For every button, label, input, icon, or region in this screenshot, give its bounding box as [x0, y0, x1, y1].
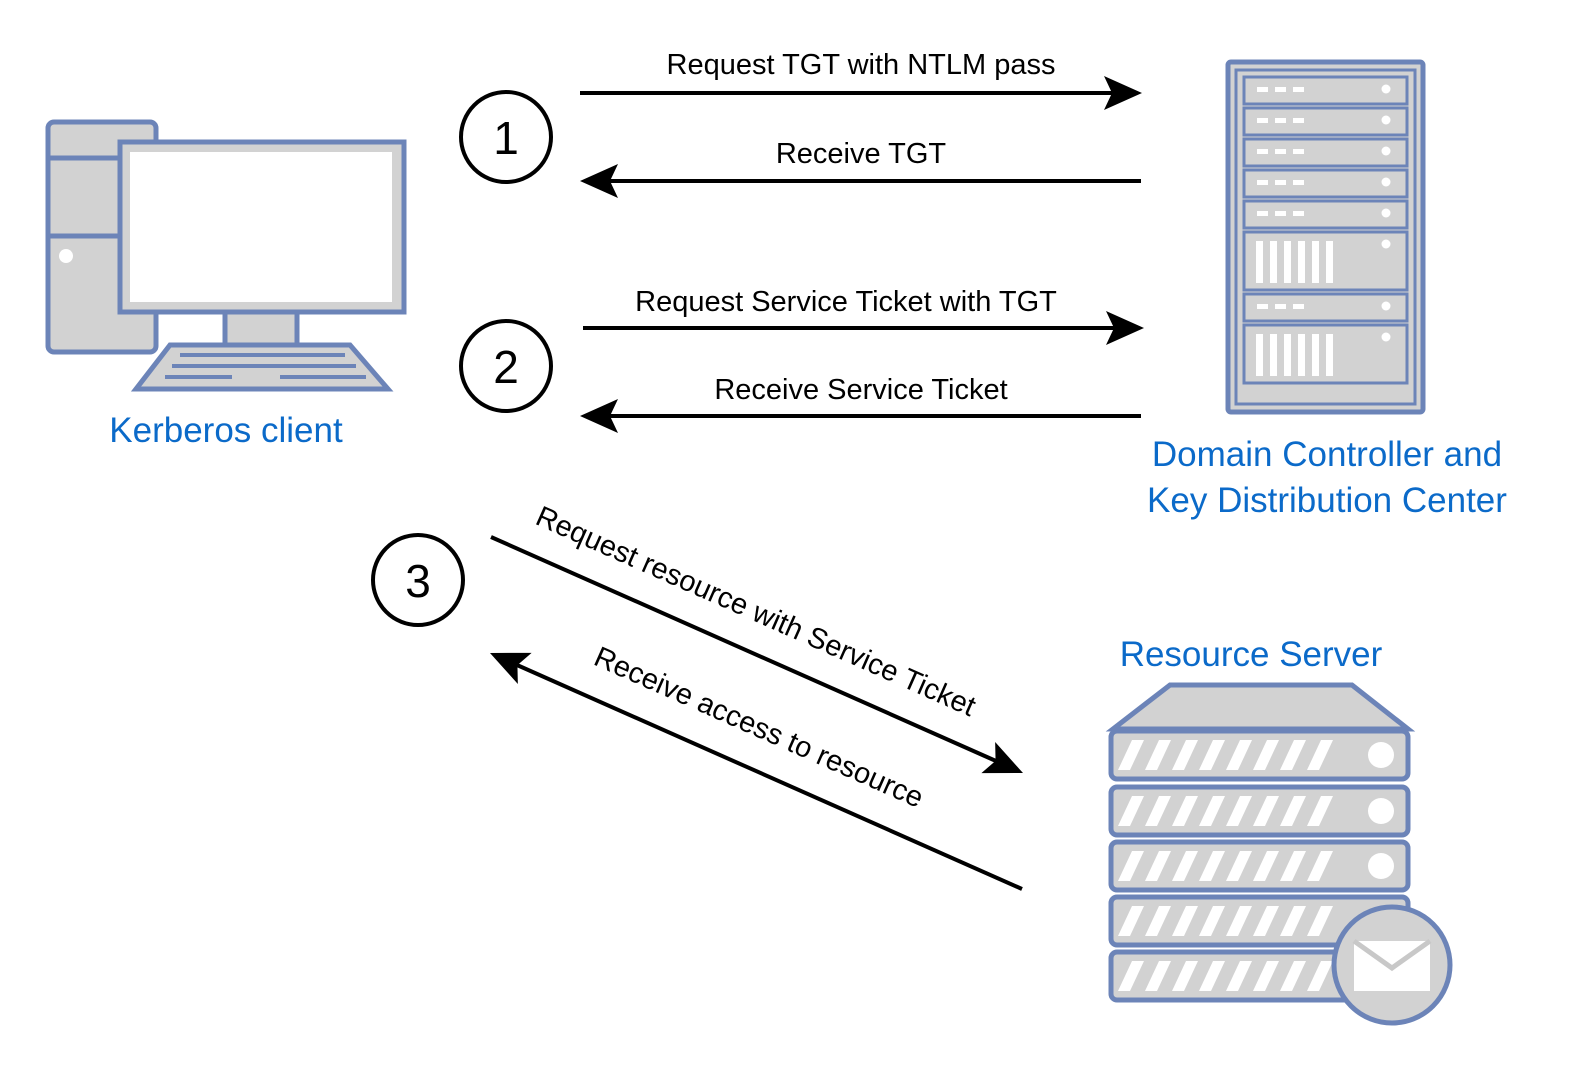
desktop-computer-icon: [45, 119, 407, 392]
server-unit: [1108, 839, 1411, 893]
step-1-request-label: Request TGT with NTLM pass: [667, 49, 1056, 81]
envelope-icon: [1331, 904, 1453, 1026]
arrow-step-2-response: [580, 399, 1141, 433]
step-3-number: 3: [405, 555, 431, 607]
step-3-request-label: Request resource with Service Ticket: [531, 500, 980, 723]
rack-unit: [1242, 168, 1409, 199]
kdc-label-line-2: Key Distribution Center: [1147, 481, 1507, 520]
arrow-step-1-request: [580, 76, 1142, 110]
rack-unit: [1242, 75, 1409, 106]
step-1-marker: 1: [459, 90, 553, 184]
resource-server-label: Resource Server: [1120, 635, 1383, 674]
rack-unit: [1242, 323, 1409, 385]
server-unit: [1108, 784, 1411, 838]
step-2-response-label: Receive Service Ticket: [714, 374, 1007, 406]
step-3-marker: 3: [371, 533, 465, 627]
step-1-number: 1: [493, 112, 519, 164]
server-unit: [1108, 728, 1411, 782]
rack-unit: [1242, 106, 1409, 137]
rack-unit: [1242, 292, 1409, 323]
step-1-response-label: Receive TGT: [776, 138, 947, 170]
rack-unit: [1242, 137, 1409, 168]
server-rack-icon: [1225, 59, 1426, 415]
rack-unit: [1242, 230, 1409, 292]
kdc-label-line-1: Domain Controller and: [1152, 435, 1502, 474]
client-label: Kerberos client: [109, 411, 343, 450]
step-2-request-label: Request Service Ticket with TGT: [635, 286, 1057, 318]
step-2-marker: 2: [459, 319, 553, 413]
arrow-step-3-response: [490, 652, 1023, 891]
arrow-step-1-response: [580, 164, 1141, 198]
mail-server-icon: [1105, 682, 1453, 1026]
rack-unit: [1242, 199, 1409, 230]
server-unit: [1108, 894, 1411, 948]
arrow-step-3-request: [490, 535, 1023, 774]
step-2-number: 2: [493, 341, 519, 393]
arrow-step-2-request: [583, 311, 1144, 345]
